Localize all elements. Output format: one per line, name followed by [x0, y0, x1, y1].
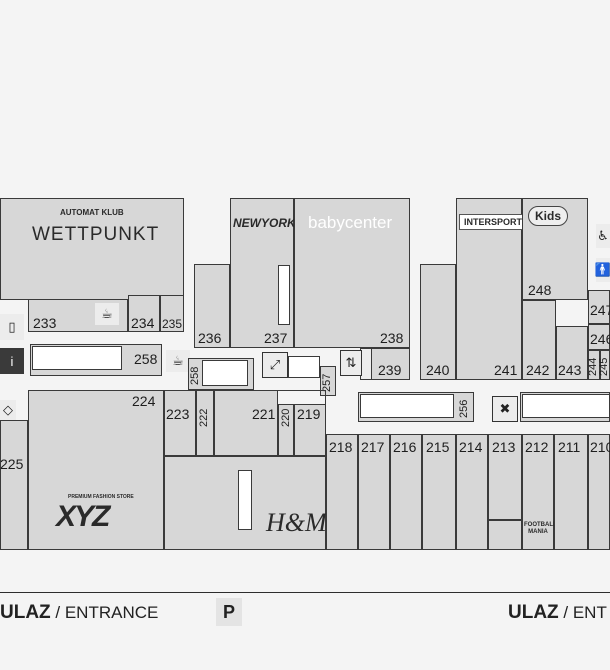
- unit-214[interactable]: [456, 434, 488, 550]
- coffee-icon: ☕: [166, 350, 190, 372]
- parking-label: P: [222, 601, 235, 622]
- kiosk-258-b-counter: [202, 360, 248, 386]
- unit-number-245: 245: [598, 357, 610, 376]
- unit-number-258: 258: [134, 351, 158, 367]
- unit-212[interactable]: [522, 434, 554, 550]
- brand-newyorker: NEWYORKER: [233, 216, 313, 230]
- unit-219[interactable]: [294, 404, 326, 456]
- entrance-left-bold: ULAZ: [0, 602, 51, 623]
- elevator-icon: ▯: [0, 314, 24, 340]
- unit-number-233: 233: [33, 315, 57, 331]
- unit-213[interactable]: [488, 434, 522, 520]
- kiosk-258-counter: [32, 346, 122, 370]
- unit-239[interactable]: [370, 348, 410, 380]
- brand-hm: H&M: [266, 508, 327, 537]
- coffee-icon: ☕: [95, 303, 119, 325]
- unit-number-248: 248: [528, 282, 552, 298]
- entrance-right-label: / ENT: [558, 603, 607, 622]
- unit-number-216: 216: [393, 439, 417, 455]
- kiosk-257[interactable]: [320, 366, 336, 396]
- unit-number-211: 211: [558, 439, 581, 455]
- entrance-left-label: / ENTRANCE: [50, 603, 159, 622]
- brand-wettpunkt: WETTPUNKT: [32, 224, 160, 245]
- unit-number-240: 240: [426, 362, 450, 378]
- unit-240[interactable]: [420, 264, 456, 380]
- unit-number-217: 217: [361, 439, 385, 455]
- info-icon: i: [0, 348, 24, 374]
- unit-225[interactable]: [0, 420, 28, 550]
- unit-number-238: 238: [380, 330, 404, 346]
- unit-number-219: 219: [297, 406, 321, 422]
- unit-number-239: 239: [378, 362, 402, 378]
- brand-football-mania: FOOTBALL MANIA: [524, 522, 557, 535]
- unit-number-246: 246: [590, 331, 610, 347]
- parking-icon[interactable]: P: [216, 598, 242, 626]
- unit-number-237: 237: [264, 330, 288, 346]
- brand-babycenter: babycenter: [308, 213, 393, 232]
- escalator-center: [288, 356, 320, 378]
- unit-number-236: 236: [198, 330, 222, 346]
- unit-242[interactable]: [522, 300, 556, 380]
- unit-217[interactable]: [358, 434, 390, 550]
- building-edge-line: [0, 592, 610, 593]
- unit-number-243: 243: [558, 362, 582, 378]
- elevator-icon: ⇅: [340, 350, 362, 376]
- unit-number-241: 241: [494, 362, 518, 378]
- unit-number-258b: 258: [189, 366, 201, 385]
- escalator-237: [278, 265, 290, 325]
- unit-244[interactable]: [588, 350, 600, 380]
- unit-number-256: 256: [458, 399, 470, 418]
- unit-224[interactable]: [28, 390, 164, 550]
- kiosk-256-counter: [360, 394, 454, 418]
- brand-automat-klub: AUTOMAT KLUB: [60, 208, 124, 217]
- brand-kids-logo: Kids: [528, 206, 569, 226]
- entrance-right-bold: ULAZ: [508, 602, 559, 623]
- unit-number-218: 218: [329, 439, 353, 455]
- toilet-icon: 🚹: [595, 258, 610, 282]
- unit-218[interactable]: [326, 434, 358, 550]
- unit-number-221: 221: [252, 406, 276, 422]
- brand-intersport: INTERSPORT: [459, 214, 528, 230]
- unit-211[interactable]: [554, 434, 588, 550]
- unit-213-lower[interactable]: [488, 520, 522, 550]
- unit-number-214: 214: [459, 439, 483, 455]
- entrance-left[interactable]: ULAZ / ENTRANCE: [0, 602, 158, 624]
- unit-number-247: 247: [590, 302, 610, 318]
- unit-215[interactable]: [422, 434, 456, 550]
- unit-number-234: 234: [131, 315, 155, 331]
- brand-xyz-tagline: PREMIUM FASHION STORE: [68, 494, 134, 500]
- unit-number-223: 223: [166, 406, 190, 422]
- atm-icon: ✖: [492, 396, 518, 422]
- unit-number-242: 242: [526, 362, 550, 378]
- kiosk-right-counter: [522, 394, 610, 418]
- brand-xyz: XYZ: [56, 500, 110, 533]
- escalator-icon: ⤢: [262, 352, 288, 378]
- unit-221-upper[interactable]: [214, 390, 278, 456]
- unit-number-235: 235: [162, 317, 183, 331]
- unit-number-212: 212: [525, 439, 549, 455]
- unit-238[interactable]: [294, 198, 410, 348]
- unit-number-224: 224: [132, 393, 156, 409]
- unit-number-220: 220: [280, 408, 292, 427]
- entrance-right[interactable]: ULAZ / ENT: [508, 602, 607, 624]
- unit-number-215: 215: [426, 439, 450, 455]
- unit-216[interactable]: [390, 434, 422, 550]
- ramp-icon: ◇: [0, 400, 16, 420]
- baby-change-icon: ♿: [596, 224, 610, 248]
- unit-number-210: 210: [590, 439, 610, 455]
- unit-wettpunkt[interactable]: [0, 198, 184, 300]
- unit-243[interactable]: [556, 326, 588, 380]
- unit-235[interactable]: [160, 295, 184, 332]
- unit-number-213: 213: [492, 439, 516, 455]
- escalator-hm: [238, 470, 252, 530]
- unit-236[interactable]: [194, 264, 230, 348]
- unit-220[interactable]: [278, 404, 294, 456]
- unit-234[interactable]: [128, 295, 160, 332]
- unit-number-225: 225: [0, 456, 24, 472]
